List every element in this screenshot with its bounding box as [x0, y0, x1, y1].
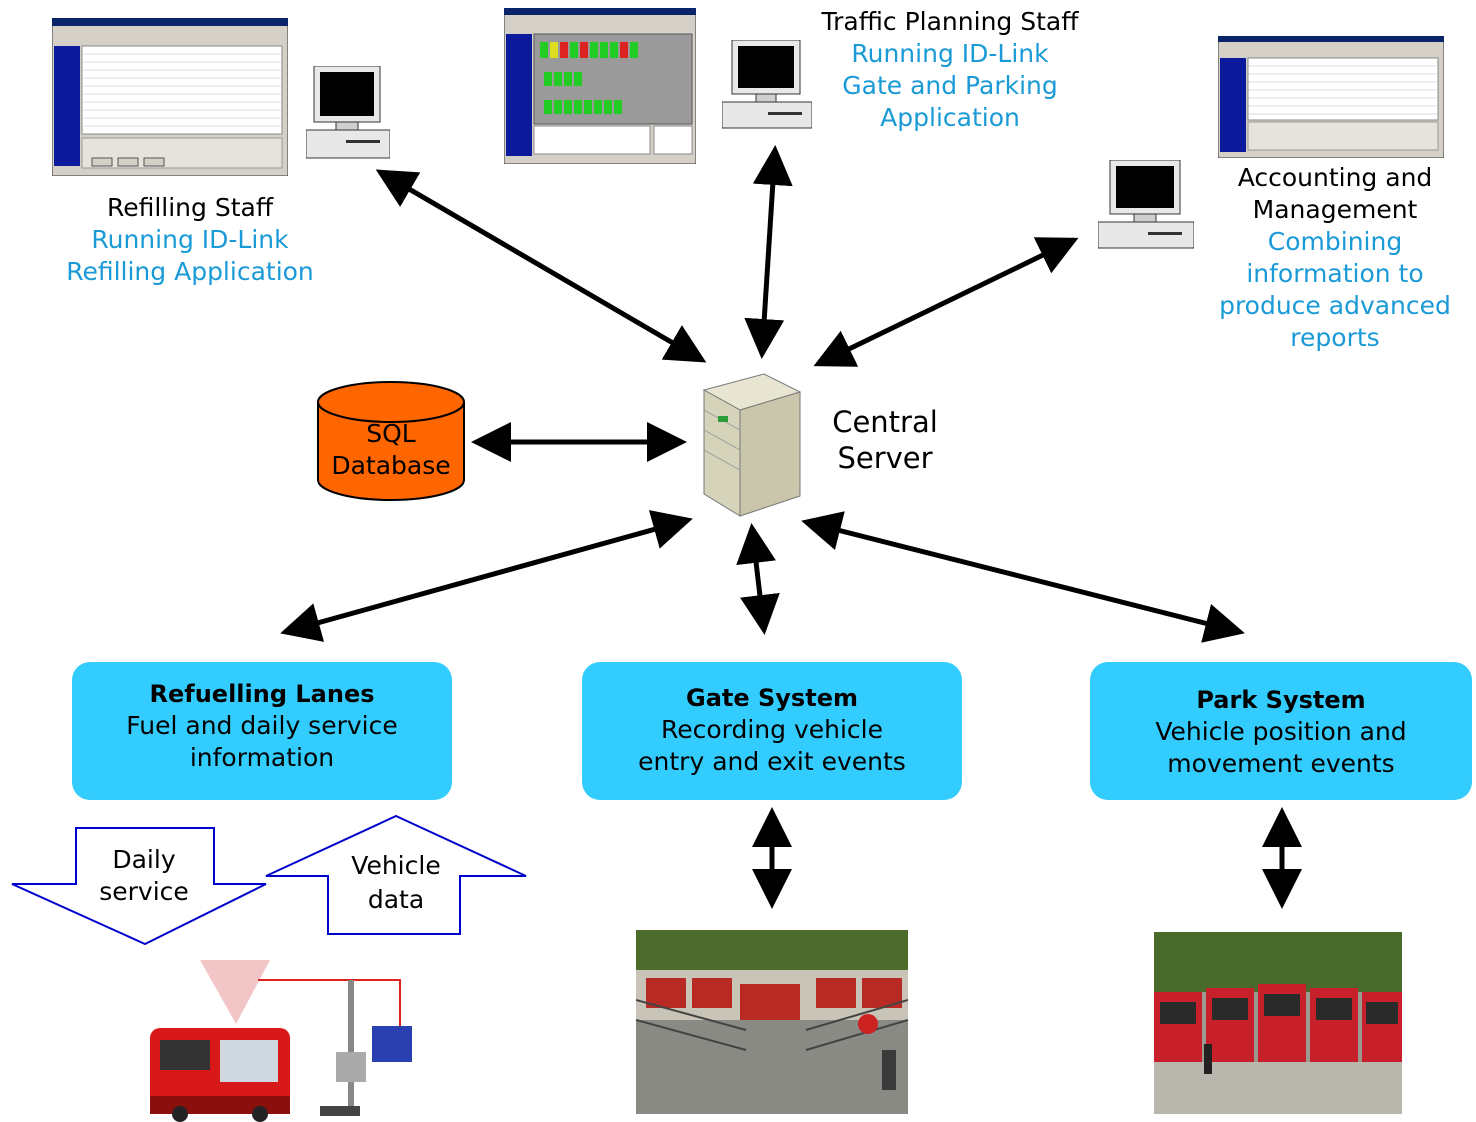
- traffic-app-screenshot: [504, 8, 696, 164]
- server-label-2: Server: [837, 441, 933, 475]
- arrow-traffic-server: [744, 145, 793, 359]
- arrow-refilling-server: [375, 169, 707, 363]
- accounting-desc-4: reports: [1290, 323, 1380, 352]
- daily-service-label-2: service: [99, 877, 189, 906]
- accounting-computer-icon: [1098, 160, 1194, 249]
- refilling-computer-icon: [306, 66, 390, 159]
- accounting-role-2: Management: [1252, 195, 1418, 224]
- refuelling-lanes-title: Refuelling Lanes: [149, 680, 375, 708]
- refilling-staff-role: Refilling Staff: [106, 193, 274, 222]
- refuelling-lanes-line1: Fuel and daily service: [126, 711, 398, 740]
- vehicle-data-label-1: Vehicle: [351, 851, 441, 880]
- park-system-box: Park System Vehicle position and movemen…: [1090, 662, 1472, 800]
- refilling-staff-desc-1: Running ID-Link: [91, 225, 289, 254]
- refuelling-lanes-box: Refuelling Lanes Fuel and daily service …: [72, 662, 452, 800]
- server-tower-icon: [702, 373, 802, 517]
- arrow-server-gate: [736, 523, 780, 635]
- park-system-line1: Vehicle position and: [1155, 717, 1407, 746]
- traffic-computer-icon: [722, 40, 812, 129]
- accounting-desc-2: information to: [1246, 259, 1424, 288]
- arrow-accounting-server: [813, 237, 1079, 367]
- accounting-role-1: Accounting and: [1237, 163, 1433, 192]
- accounting-desc-3: produce advanced: [1219, 291, 1451, 320]
- daily-service-arrow-icon: [11, 827, 267, 946]
- arrow-server-refuelling: [280, 510, 693, 642]
- gate-system-box: Gate System Recording vehicle entry and …: [582, 662, 962, 800]
- daily-service-label-1: Daily: [112, 845, 176, 874]
- park-system-photo: [1154, 932, 1402, 1114]
- gate-system-line1: Recording vehicle: [660, 715, 884, 744]
- gate-system-line2: entry and exit events: [638, 747, 906, 776]
- gate-system-title: Gate System: [686, 684, 858, 712]
- refuelling-lanes-line2: information: [189, 743, 335, 772]
- park-system-title: Park System: [1196, 686, 1366, 714]
- database-label-1: SQL: [366, 419, 416, 448]
- refuelling-bus-pump-image: [150, 960, 412, 1122]
- refilling-app-screenshot: [52, 18, 288, 176]
- server-label-1: Central: [832, 405, 938, 439]
- arrow-server-park: [801, 511, 1245, 643]
- traffic-staff-desc-3: Application: [880, 103, 1020, 132]
- refilling-staff-desc-2: Refilling Application: [66, 257, 314, 286]
- traffic-staff-role: Traffic Planning Staff: [821, 7, 1079, 36]
- park-system-line2: movement events: [1167, 749, 1395, 778]
- database-cylinder-icon: [317, 381, 465, 501]
- database-label-2: Database: [331, 451, 451, 480]
- vehicle-data-arrow-icon: [265, 814, 527, 935]
- accounting-app-screenshot: [1218, 36, 1444, 158]
- traffic-staff-desc-1: Running ID-Link: [851, 39, 1049, 68]
- traffic-staff-desc-2: Gate and Parking: [842, 71, 1058, 100]
- accounting-desc-1: Combining: [1267, 227, 1403, 256]
- vehicle-data-label-2: data: [367, 885, 425, 914]
- gate-system-photo: [636, 930, 908, 1114]
